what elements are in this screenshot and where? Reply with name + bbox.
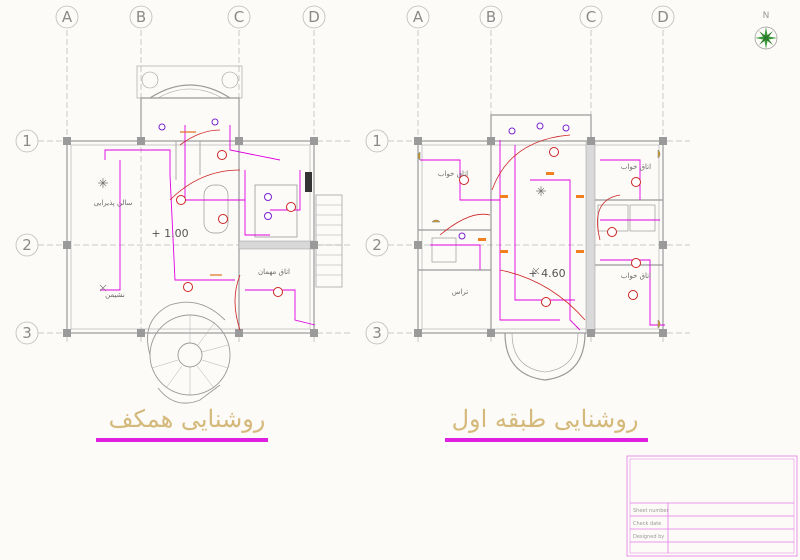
floor-level: + 4.60 [528, 267, 565, 280]
grid-row-2: 2 [372, 236, 382, 254]
grid-labels: A B C D A B C D 1 2 3 1 2 3 [22, 8, 669, 342]
title-block-row: Designed by [633, 534, 664, 540]
title-block [626, 455, 798, 557]
room-label: تراس [452, 288, 468, 296]
room-label: اتاق خواب [621, 272, 651, 280]
compass-north-label: N [763, 11, 770, 21]
grid-row-1: 1 [372, 132, 382, 150]
grid-col-a: A [62, 8, 73, 26]
plan-ground-floor: سالن پذیرایی نشیمن اتاق مهمان + 1.00 [63, 65, 343, 404]
plan-title-first: روشنایی طبقه اول [452, 405, 639, 433]
floor-level: + 1.00 [151, 227, 188, 240]
room-label: اتاق مهمان [258, 268, 290, 276]
grid-row-3: 3 [372, 324, 382, 342]
grid-row-3: 3 [22, 324, 32, 342]
grid-col-d: D [657, 8, 669, 26]
grid-col-d: D [308, 8, 320, 26]
room-label: اتاق خواب [438, 170, 468, 178]
title-underline [445, 438, 648, 442]
title-block-row: Sheet number [633, 508, 670, 514]
compass-rose-icon: N [754, 11, 778, 50]
plan-first-floor: اتاق خواب اتاق خواب اتاق خواب تراس + 4.6… [414, 114, 667, 381]
grid-col-c: C [234, 8, 244, 26]
title-block-row: Check date [633, 521, 661, 527]
title-underline [96, 438, 268, 442]
grid-row-2: 2 [22, 236, 32, 254]
grid-col-a: A [413, 8, 424, 26]
room-label: نشیمن [105, 291, 125, 299]
room-label: سالن پذیرایی [94, 199, 133, 207]
room-label: اتاق خواب [621, 163, 651, 171]
grid-row-1: 1 [22, 132, 32, 150]
grid-col-b: B [486, 8, 496, 26]
plan-title-ground: روشنایی همکف [109, 405, 266, 433]
grid-col-c: C [586, 8, 596, 26]
grid-col-b: B [136, 8, 146, 26]
